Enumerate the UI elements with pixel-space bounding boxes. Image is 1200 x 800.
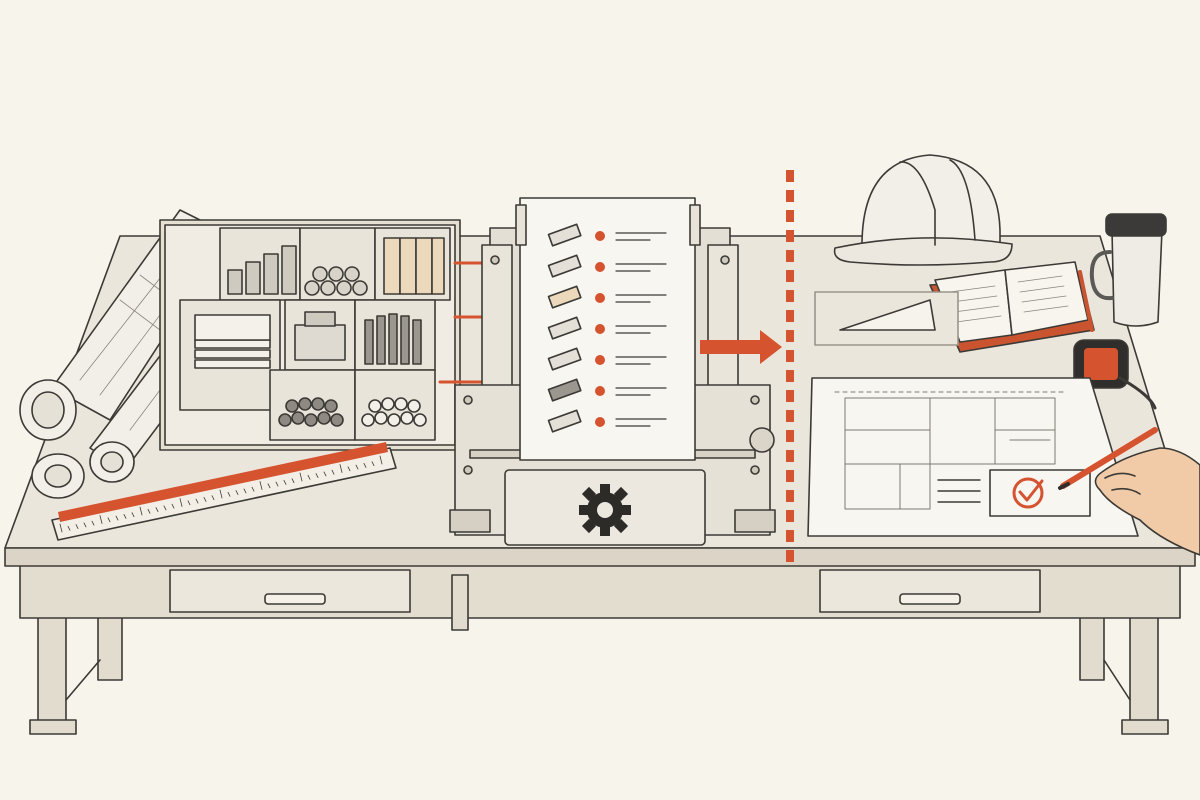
- ruler-tick: [267, 483, 271, 489]
- ruler-tick: [275, 481, 279, 487]
- ruler-tick: [291, 478, 295, 484]
- ruler-tick: [203, 496, 207, 502]
- sorting-machine: [449, 197, 776, 546]
- pen: [1060, 427, 1158, 489]
- ruler-tick: [179, 498, 183, 507]
- material-row: [547, 316, 667, 340]
- ruler-tick: [59, 523, 63, 533]
- drawer-right: [819, 569, 1041, 613]
- list-bullet: [595, 231, 605, 241]
- list-bullet: [595, 417, 605, 427]
- table-edge: [4, 547, 1196, 567]
- floor-plan: [834, 391, 1066, 510]
- center-bracket: [451, 574, 469, 631]
- ruler-tick: [187, 500, 191, 506]
- gravel-light: [361, 397, 427, 427]
- ruler-tick: [331, 469, 335, 475]
- list-bullet: [595, 324, 605, 334]
- rebar-bundle: [364, 313, 422, 365]
- ruler-tick: [131, 512, 135, 518]
- machine-bolts: [463, 255, 760, 475]
- note-lines: [937, 479, 981, 503]
- blueprint-sheet: [807, 377, 1139, 537]
- ruler-tick: [307, 474, 311, 480]
- material-row: [547, 223, 667, 247]
- material-row: [547, 347, 667, 371]
- checkmark-icon: [1012, 477, 1044, 509]
- ruler-tick: [363, 462, 367, 468]
- rebar-icon: [547, 378, 582, 402]
- material-row: [547, 285, 667, 309]
- pipes: [304, 266, 368, 296]
- ruler-tick: [339, 464, 343, 473]
- hard-hat: [833, 154, 1013, 266]
- ruler-tick: [299, 472, 303, 482]
- ruler-tick: [91, 520, 95, 526]
- ruler-tick: [147, 508, 151, 514]
- ruler-tick: [219, 489, 223, 499]
- ruler-tick: [323, 471, 327, 477]
- ruler-tick: [379, 455, 383, 465]
- ruler-tick: [83, 522, 87, 528]
- ruler-tick: [347, 466, 351, 472]
- list-bullet: [595, 386, 605, 396]
- arrow-right-icon: [700, 330, 782, 364]
- ruler-tick: [227, 491, 231, 497]
- ruler-tick: [371, 461, 375, 467]
- panel-stack: [194, 314, 271, 369]
- ruler-tick: [283, 479, 287, 485]
- gravel-dark: [278, 397, 344, 427]
- ruler-tick: [123, 514, 127, 519]
- ruler-ticks: [59, 455, 383, 533]
- material-list: [547, 223, 667, 433]
- ruler: [51, 442, 397, 541]
- ruler-tick: [211, 495, 215, 501]
- lumber-icon: [547, 285, 582, 309]
- roller-right: [749, 427, 775, 453]
- ruler-tick: [99, 515, 103, 524]
- ruler-tick: [243, 488, 247, 494]
- ruler-tick: [75, 524, 79, 529]
- ruler-tick: [155, 507, 159, 513]
- list-bullet: [595, 262, 605, 272]
- notebook: [929, 261, 1095, 353]
- set-square: [814, 291, 959, 346]
- drawer-left: [169, 569, 411, 613]
- list-bullet: [595, 355, 605, 365]
- hand-with-pen: [1058, 427, 1200, 556]
- lumber: [383, 237, 445, 295]
- pipe-icon: [547, 254, 582, 278]
- list-bullet: [595, 293, 605, 303]
- machine-feet: [449, 509, 776, 533]
- ruler-tick: [107, 517, 111, 523]
- ruler-tick: [139, 506, 143, 516]
- concrete-block-icon: [547, 347, 582, 371]
- sheet-panel-icon: [547, 316, 582, 340]
- ruler-tick: [235, 490, 239, 496]
- travel-mug: [1089, 213, 1167, 327]
- ruler-tick: [315, 473, 319, 479]
- concrete-block: [294, 311, 346, 361]
- ruler-tick: [251, 486, 255, 492]
- materials-tray: [159, 219, 461, 451]
- ruler-tick: [115, 515, 119, 521]
- steel-tubes: [227, 245, 297, 295]
- ruler-tick: [163, 505, 167, 511]
- gravel-icon: [547, 409, 582, 433]
- ruler-tick: [195, 498, 199, 504]
- material-row: [547, 254, 667, 278]
- steel-beam-icon: [547, 223, 582, 247]
- material-row: [547, 409, 667, 433]
- ruler-tick: [355, 464, 359, 470]
- ruler-tick: [67, 525, 71, 531]
- ruler-tick: [171, 503, 175, 509]
- tape-measure: [1073, 339, 1157, 410]
- ruler-tick: [259, 481, 263, 490]
- gear-icon: [579, 484, 631, 536]
- material-row: [547, 378, 667, 402]
- conveyor-belt: [519, 197, 696, 461]
